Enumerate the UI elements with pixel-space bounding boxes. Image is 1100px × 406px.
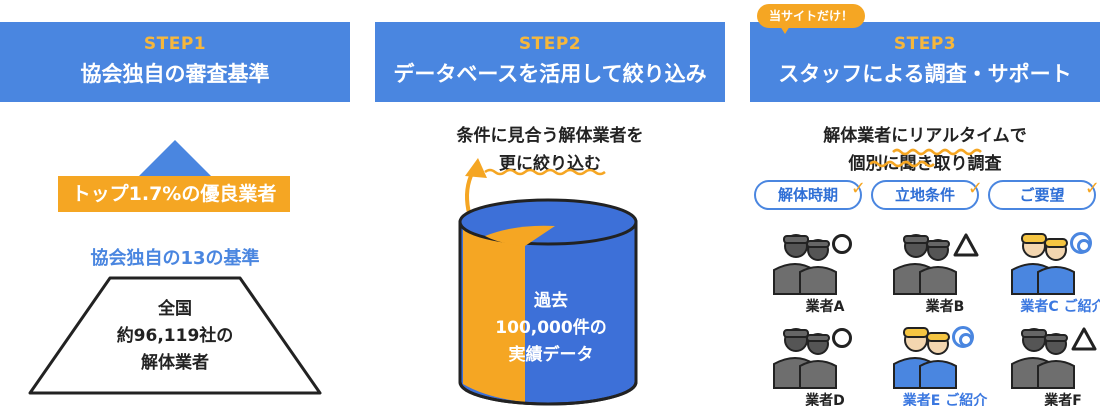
cond-line1: 条件に見合う解体業者を [456, 126, 644, 146]
base-line3: 解体業者 [141, 353, 209, 373]
base-line2: 約96,119社の [116, 326, 234, 346]
cylinder-top-highlight [485, 225, 555, 246]
database-graphic [458, 158, 638, 406]
step3-title: スタッフによる調査・サポート [778, 62, 1072, 86]
condition-text: 条件に見合う解体業者を 更に絞り込む [375, 122, 725, 178]
check-icon: ✓ [967, 178, 983, 199]
arrow-head [465, 158, 487, 178]
cylinder-top [458, 198, 638, 246]
step2-label: STEP2 [518, 34, 582, 54]
tag-label: 解体時期 [777, 186, 838, 204]
pyramid-base-trapezoid [28, 276, 322, 395]
worker-label: 業者E ご紹介 [902, 393, 988, 406]
tag-demolition-timing: 解体時期 ✓ [754, 178, 866, 210]
worker-group: 業者F [1008, 322, 1100, 406]
db-line3: 実績データ [508, 345, 594, 365]
workers-icon [893, 327, 957, 389]
step1-header: STEP1 協会独自の審査基準 [0, 22, 350, 102]
triangle-mark-icon [1071, 327, 1097, 351]
workers-icon [1011, 233, 1075, 295]
step2-title: データベースを活用して絞り込み [393, 62, 707, 86]
step1-title: 協会独自の審査基準 [80, 62, 270, 86]
tag-site-conditions: 立地条件 ✓ [871, 178, 983, 210]
step3-label: STEP3 [893, 34, 957, 54]
badge-tail [780, 26, 790, 34]
worker-label: 業者A [805, 299, 845, 315]
cylinder-outline [458, 222, 638, 406]
workers-icon [893, 234, 957, 295]
step2-header: STEP2 データベースを活用して絞り込み [375, 22, 725, 102]
tag-label: 立地条件 [894, 186, 955, 204]
top-percent-label: トップ1.7%の優良業者 [58, 176, 290, 212]
database-text: 過去 100,000件の 実績データ [462, 288, 640, 369]
worker-group: 業者E ご紹介 [890, 322, 1000, 406]
db-line2: 100,000件の [495, 318, 607, 338]
step1-label: STEP1 [143, 34, 207, 54]
triangle-mark-icon [953, 233, 979, 257]
nationwide-count: 全国 約96,119社の 解体業者 [90, 296, 260, 377]
double-circle-mark-icon [952, 326, 974, 348]
worker-label: 業者F [1044, 393, 1082, 406]
cond-line2: 更に絞り込む [499, 154, 601, 174]
wavy-underline [484, 168, 606, 176]
exclusive-badge: 当サイトだけ！ [757, 4, 866, 28]
db-line1: 過去 [534, 291, 568, 311]
worker-group: 業者B [890, 228, 1000, 328]
base-line1: 全国 [158, 299, 192, 319]
worker-group: 業者C ご紹介 [1008, 228, 1100, 328]
workers-icon [773, 234, 837, 295]
circle-mark-icon [832, 328, 852, 348]
step3-header: STEP3 スタッフによる調査・サポート [750, 22, 1100, 102]
worker-label: 業者D [805, 393, 845, 406]
tag-requests: ご要望 ✓ [988, 178, 1100, 210]
tag-label: ご要望 [1019, 186, 1065, 204]
criteria-label: 協会独自の13の基準 [90, 248, 260, 269]
check-icon: ✓ [1084, 178, 1100, 199]
workers-icon [773, 328, 837, 389]
survey-line1: 解体業者にリアルタイムで [823, 126, 1027, 146]
worker-group: 業者D [770, 322, 880, 406]
workers-icon [1011, 328, 1075, 389]
worker-group: 業者A [770, 228, 880, 328]
worker-label: 業者C ご紹介 [1020, 299, 1100, 315]
circle-mark-icon [832, 234, 852, 254]
check-icon: ✓ [850, 178, 866, 199]
cylinder-orange-band [463, 226, 525, 402]
survey-underline [869, 148, 982, 168]
worker-label: 業者B [925, 299, 965, 315]
double-circle-mark-icon [1070, 232, 1092, 254]
